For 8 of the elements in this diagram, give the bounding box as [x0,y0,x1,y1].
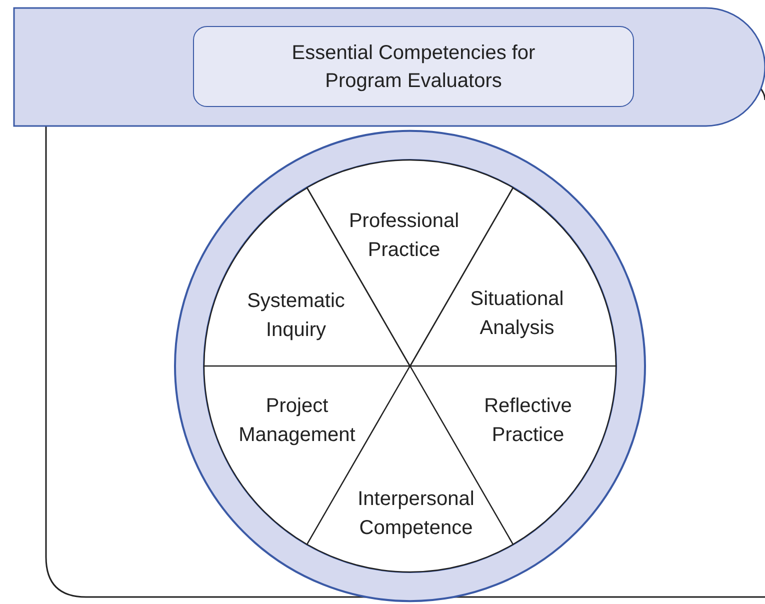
title-text: Essential Competencies for Program Evaluators [290,40,536,94]
competency-label: Interpersonal Competence [356,487,476,541]
title-box [193,26,634,107]
competency-label: Reflective Practice [483,394,573,448]
competency-label: Professional Practice [348,209,460,263]
competency-label: Systematic Inquiry [246,288,346,343]
competency-label: Situational Analysis [469,286,565,341]
competency-label: Project Management [238,394,356,448]
